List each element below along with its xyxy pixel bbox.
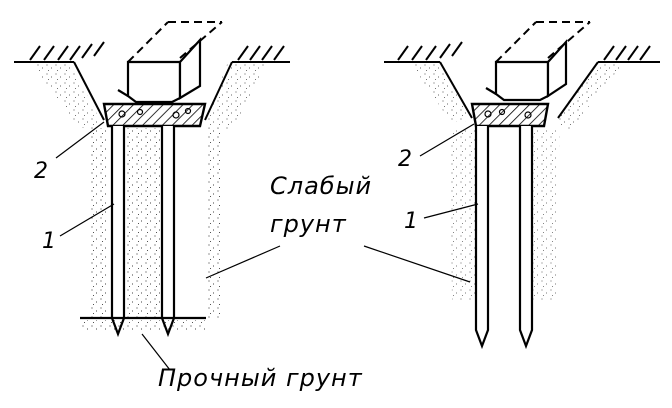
right-pile-number: 1 [404,209,418,234]
right-cap-aggregate [484,108,532,119]
left-cap-number: 2 [34,159,48,184]
weak-soil-leader-left [205,245,281,279]
right-cap-number: 2 [398,147,412,172]
strong-soil-label: Прочный грунт [158,364,363,392]
weak-soil-label-line2: грунт [270,210,347,238]
left-cap-leader [55,121,105,159]
right-pile-a [474,126,490,350]
left-firm-soil-stipple [80,320,206,330]
left-pile-cap [102,102,207,128]
right-ground-surface [384,41,660,119]
left-pile-a [110,126,126,338]
right-cap-leader [419,123,475,157]
left-soil-stipple [88,128,222,318]
strong-soil-leader [141,333,171,371]
right-soil-stipple [450,130,560,300]
left-pile-number: 1 [42,229,56,254]
right-pile-leader [423,203,479,219]
weak-soil-leader-right [363,245,471,283]
left-wall-solid [117,37,202,104]
right-wall-solid [485,39,568,102]
right-wall-dashed [495,21,591,63]
left-figure [14,21,290,371]
left-wall-dashed [127,21,223,63]
weak-soil-label-line1: Слабый [270,172,372,200]
right-slope-stipple [410,62,624,130]
right-figure [384,21,660,350]
left-cap-aggregate [118,107,192,119]
left-ground-surface [14,41,290,121]
left-pile-b [160,126,176,338]
left-pile-leader [59,203,115,237]
right-pile-b [518,126,534,350]
right-pile-cap [470,102,550,128]
